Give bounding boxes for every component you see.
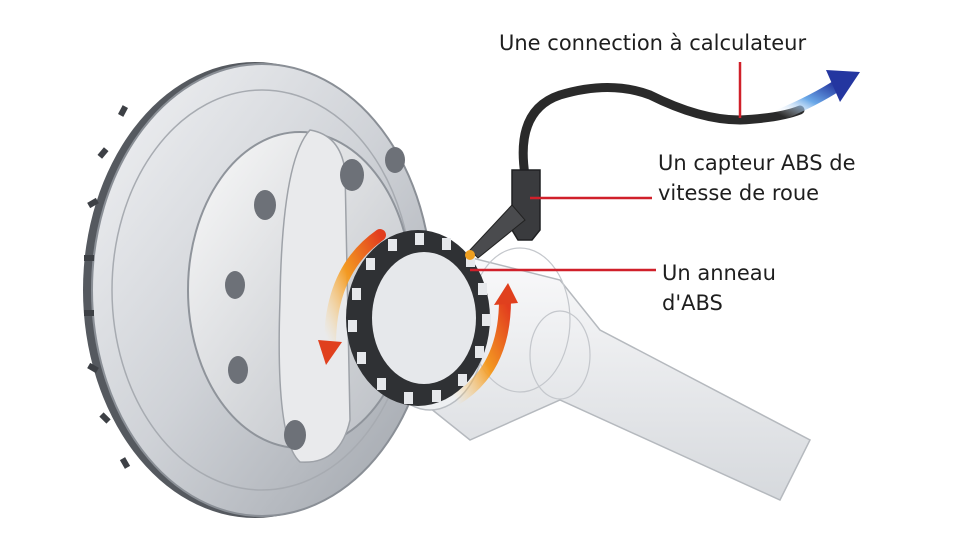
label-abs-sensor-line1: Un capteur ABS de: [658, 151, 856, 175]
label-abs-ring-line2: d'ABS: [662, 291, 723, 315]
rotation-arrow-right: [449, 283, 518, 406]
rotation-arrow-left: [318, 229, 386, 365]
wheel-hub: [187, 129, 413, 463]
label-abs-ring: Un anneau d'ABS: [662, 258, 776, 318]
signal-arrow: [774, 70, 860, 121]
label-abs-sensor: Un capteur ABS de vitesse de roue: [658, 148, 856, 208]
sensor-cable: [518, 83, 805, 180]
abs-tone-ring: [346, 230, 491, 406]
label-connection-text: Une connection à calculateur: [499, 31, 807, 55]
label-abs-ring-line1: Un anneau: [662, 261, 776, 285]
label-abs-sensor-line2: vitesse de roue: [658, 181, 820, 205]
leader-lines: [470, 62, 742, 272]
label-connection: Une connection à calculateur: [499, 28, 806, 58]
abs-speed-sensor: [465, 169, 541, 260]
